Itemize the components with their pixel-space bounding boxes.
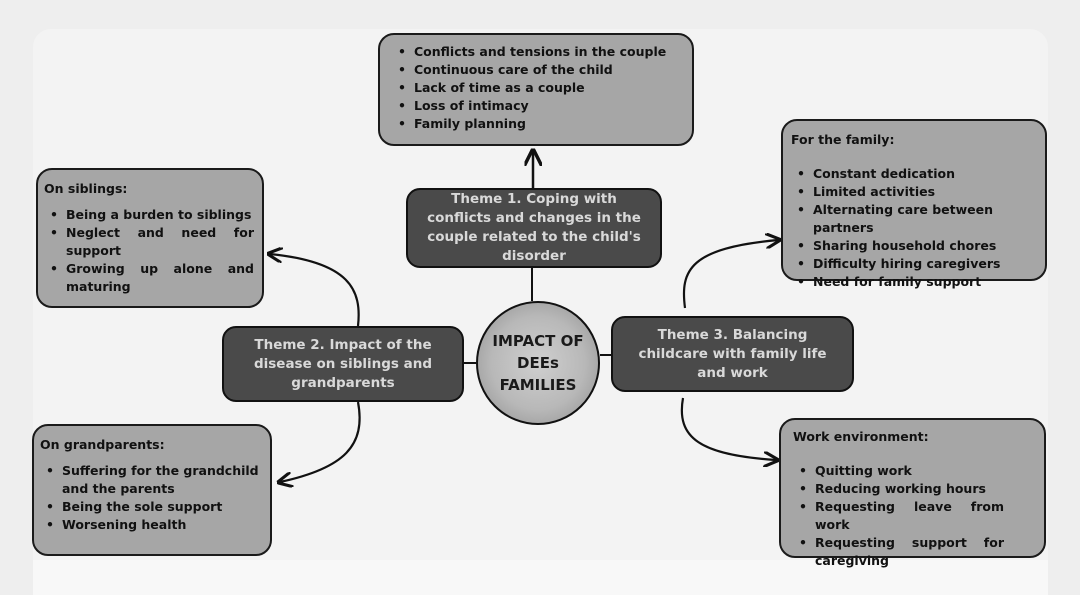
family-subthemes-box: For the family: Constant dedication Limi… <box>781 119 1047 291</box>
list-item: Lack of time as a couple <box>392 79 682 97</box>
theme-1-box: Theme 1. Coping with conflicts and chang… <box>406 188 662 268</box>
list-item: Sharing household chores <box>791 237 1039 255</box>
siblings-subthemes-list: Being a burden to siblings Neglect and n… <box>44 206 254 296</box>
list-item: Difficulty hiring caregivers <box>791 255 1039 273</box>
couple-subthemes-box: Conflicts and tensions in the couple Con… <box>378 33 694 146</box>
list-item: Limited activities <box>791 183 1039 201</box>
grandparents-subthemes-list: Suffering for the grandchild and the par… <box>40 462 262 534</box>
theme-1-label: Theme 1. Coping with conflicts and chang… <box>427 191 641 264</box>
theme-2-label: Theme 2. Impact of the disease on siblin… <box>253 336 433 391</box>
grandparents-subthemes-box: On grandparents: Suffering for the grand… <box>32 424 272 556</box>
list-item: Neglect and need for support <box>44 224 254 260</box>
central-topic-line-3: FAMILIES <box>499 376 577 394</box>
family-subthemes-list: Constant dedication Limited activities A… <box>791 165 1039 291</box>
theme-3-label: Theme 3. Balancing childcare with family… <box>638 326 827 381</box>
siblings-heading: On siblings: <box>44 181 128 196</box>
list-item: Need for family support <box>791 273 1039 291</box>
work-heading: Work environment: <box>793 429 929 444</box>
work-subthemes-list: Quitting work Reducing working hours Req… <box>793 462 1004 570</box>
family-heading: For the family: <box>791 132 895 147</box>
central-topic-line-1: IMPACT OF <box>492 332 584 350</box>
list-item: Reducing working hours <box>793 480 1004 498</box>
list-item: Constant dedication <box>791 165 1039 183</box>
list-item: Conflicts and tensions in the couple <box>392 43 682 61</box>
couple-subthemes-list: Conflicts and tensions in the couple Con… <box>392 43 682 133</box>
siblings-subthemes-box: On siblings: Being a burden to siblings … <box>36 168 264 308</box>
list-item: Quitting work <box>793 462 1004 480</box>
central-topic-circle: IMPACT OF DEEs FAMILIES <box>476 301 600 425</box>
list-item: Worsening health <box>40 516 262 534</box>
theme-3-box: Theme 3. Balancing childcare with family… <box>611 316 854 392</box>
list-item: Being a burden to siblings <box>44 206 254 224</box>
list-item: Requesting support for caregiving <box>793 534 1004 570</box>
list-item: Alternating care between partners <box>791 201 1039 237</box>
theme-2-box: Theme 2. Impact of the disease on siblin… <box>222 326 464 402</box>
list-item: Family planning <box>392 115 682 133</box>
list-item: Being the sole support <box>40 498 262 516</box>
list-item: Requesting leave from work <box>793 498 1004 534</box>
list-item: Continuous care of the child <box>392 61 682 79</box>
list-item: Growing up alone and maturing <box>44 260 254 296</box>
grandparents-heading: On grandparents: <box>40 437 165 452</box>
list-item: Suffering for the grandchild and the par… <box>40 462 262 498</box>
work-subthemes-box: Work environment: Quitting work Reducing… <box>779 418 1046 568</box>
list-item: Loss of intimacy <box>392 97 682 115</box>
central-topic-line-2: DEEs <box>517 354 559 372</box>
